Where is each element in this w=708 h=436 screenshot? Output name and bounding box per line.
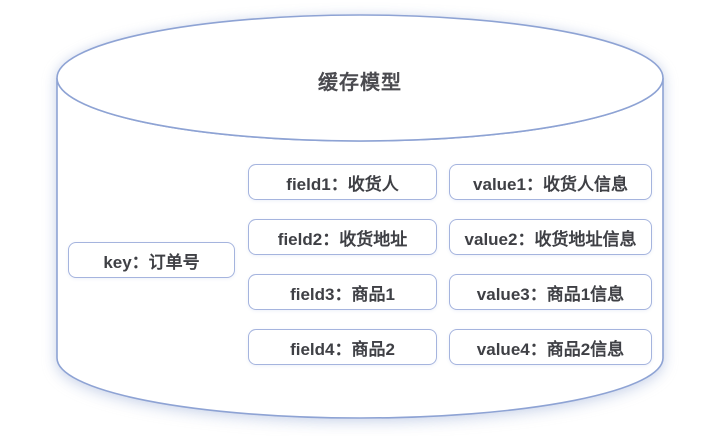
value4-label: value4：商品2信息: [476, 339, 625, 359]
field2-label: field2：收货地址: [277, 229, 408, 249]
field2-box: field2：收货地址: [248, 219, 437, 255]
field3-label: field3：商品1: [290, 284, 395, 304]
value4-box: value4：商品2信息: [449, 329, 652, 365]
field1-label: field1：收货人: [286, 174, 399, 194]
value2-label: value2：收货地址信息: [464, 229, 637, 249]
value1-label: value1：收货人信息: [473, 174, 628, 194]
value3-box: value3：商品1信息: [449, 274, 652, 310]
value2-box: value2：收货地址信息: [449, 219, 652, 255]
field1-box: field1：收货人: [248, 164, 437, 200]
field4-label: field4：商品2: [290, 339, 395, 359]
value1-box: value1：收货人信息: [449, 164, 652, 200]
cylinder-top-ellipse: [56, 14, 664, 142]
value3-label: value3：商品1信息: [476, 284, 625, 304]
key-box-label: key：订单号: [103, 252, 200, 272]
diagram-title: 缓存模型: [318, 72, 402, 94]
field3-box: field3：商品1: [248, 274, 437, 310]
field4-box: field4：商品2: [248, 329, 437, 365]
key-box: key：订单号: [68, 242, 235, 278]
